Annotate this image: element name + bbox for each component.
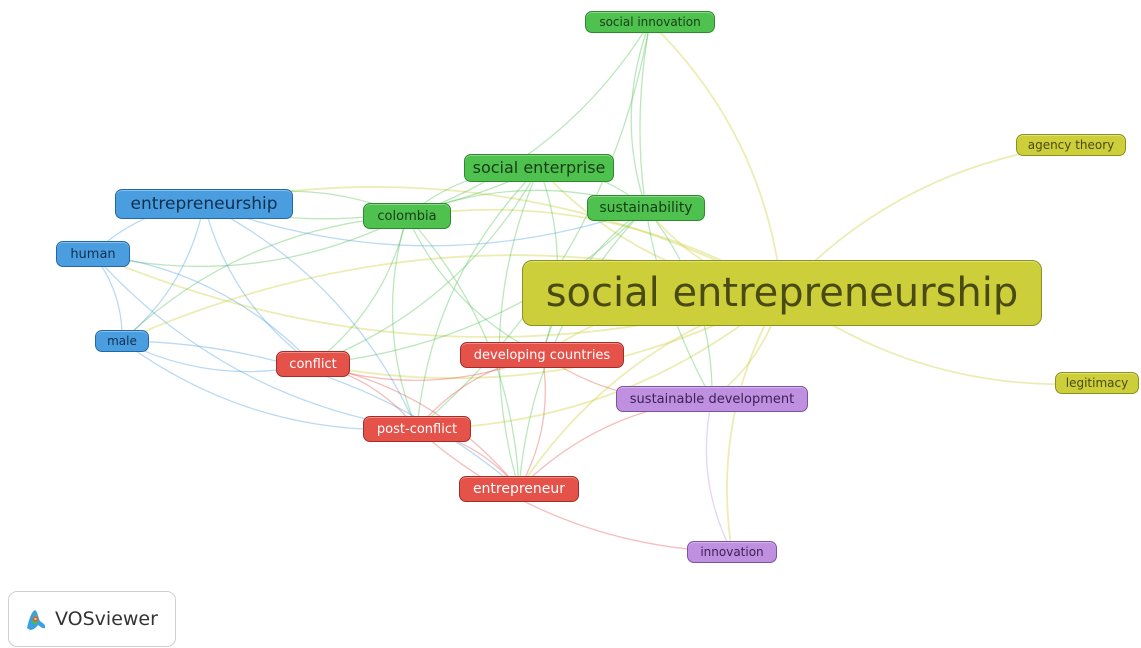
- link-social-entrepreneurship-innovation: [726, 292, 783, 553]
- node-sustainability[interactable]: sustainability: [587, 195, 705, 221]
- node-sustainable-development[interactable]: sustainable development: [616, 386, 808, 412]
- node-innovation[interactable]: innovation: [687, 541, 777, 563]
- node-male[interactable]: male: [95, 330, 149, 352]
- node-colombia[interactable]: colombia: [363, 203, 451, 229]
- node-developing-countries[interactable]: developing countries: [460, 342, 624, 368]
- link-developing-countries-entrepreneur: [518, 354, 546, 490]
- link-social-entrepreneurship-post-conflict: [416, 292, 783, 430]
- node-entrepreneur[interactable]: entrepreneur: [459, 476, 579, 502]
- link-post-conflict-innovation: [416, 428, 733, 553]
- link-social-enterprise-post-conflict: [416, 167, 540, 430]
- node-agency-theory[interactable]: agency theory: [1016, 134, 1126, 156]
- link-social-enterprise-entrepreneur: [498, 167, 540, 490]
- link-social-innovation-colombia: [406, 21, 651, 217]
- vosviewer-logo-icon: [27, 610, 46, 630]
- link-entrepreneurship-male: [121, 203, 205, 342]
- link-colombia-human: [92, 215, 408, 268]
- logo-text: VOSviewer: [55, 608, 158, 630]
- link-entrepreneurship-post-conflict: [203, 203, 418, 430]
- link-social-innovation-post-conflict: [416, 21, 651, 430]
- link-sustainability-entrepreneur: [518, 207, 647, 490]
- link-entrepreneurship-conflict: [203, 203, 314, 365]
- vosviewer-logo: VOSviewer: [8, 591, 176, 647]
- node-conflict[interactable]: conflict: [276, 351, 350, 377]
- link-sustainable-development-innovation: [705, 398, 733, 553]
- link-male-entrepreneur: [121, 340, 520, 490]
- link-human-male: [92, 253, 123, 342]
- link-social-entrepreneurship-social-innovation: [649, 21, 783, 294]
- node-social-enterprise[interactable]: social enterprise: [464, 154, 614, 182]
- link-social-enterprise-conflict: [312, 167, 540, 365]
- node-legitimacy[interactable]: legitimacy: [1055, 372, 1139, 394]
- link-colombia-conflict: [312, 215, 408, 365]
- node-post-conflict[interactable]: post-conflict: [363, 416, 471, 442]
- node-human[interactable]: human: [56, 241, 130, 267]
- link-entrepreneurship-sustainability: [203, 203, 647, 247]
- link-social-innovation-sustainability: [630, 21, 651, 209]
- node-social-entrepreneurship[interactable]: social entrepreneurship: [522, 260, 1042, 326]
- link-colombia-post-conflict: [391, 215, 418, 430]
- node-social-innovation[interactable]: social innovation: [585, 11, 715, 33]
- link-sustainability-conflict: [312, 207, 647, 365]
- node-entrepreneurship[interactable]: entrepreneurship: [115, 189, 293, 219]
